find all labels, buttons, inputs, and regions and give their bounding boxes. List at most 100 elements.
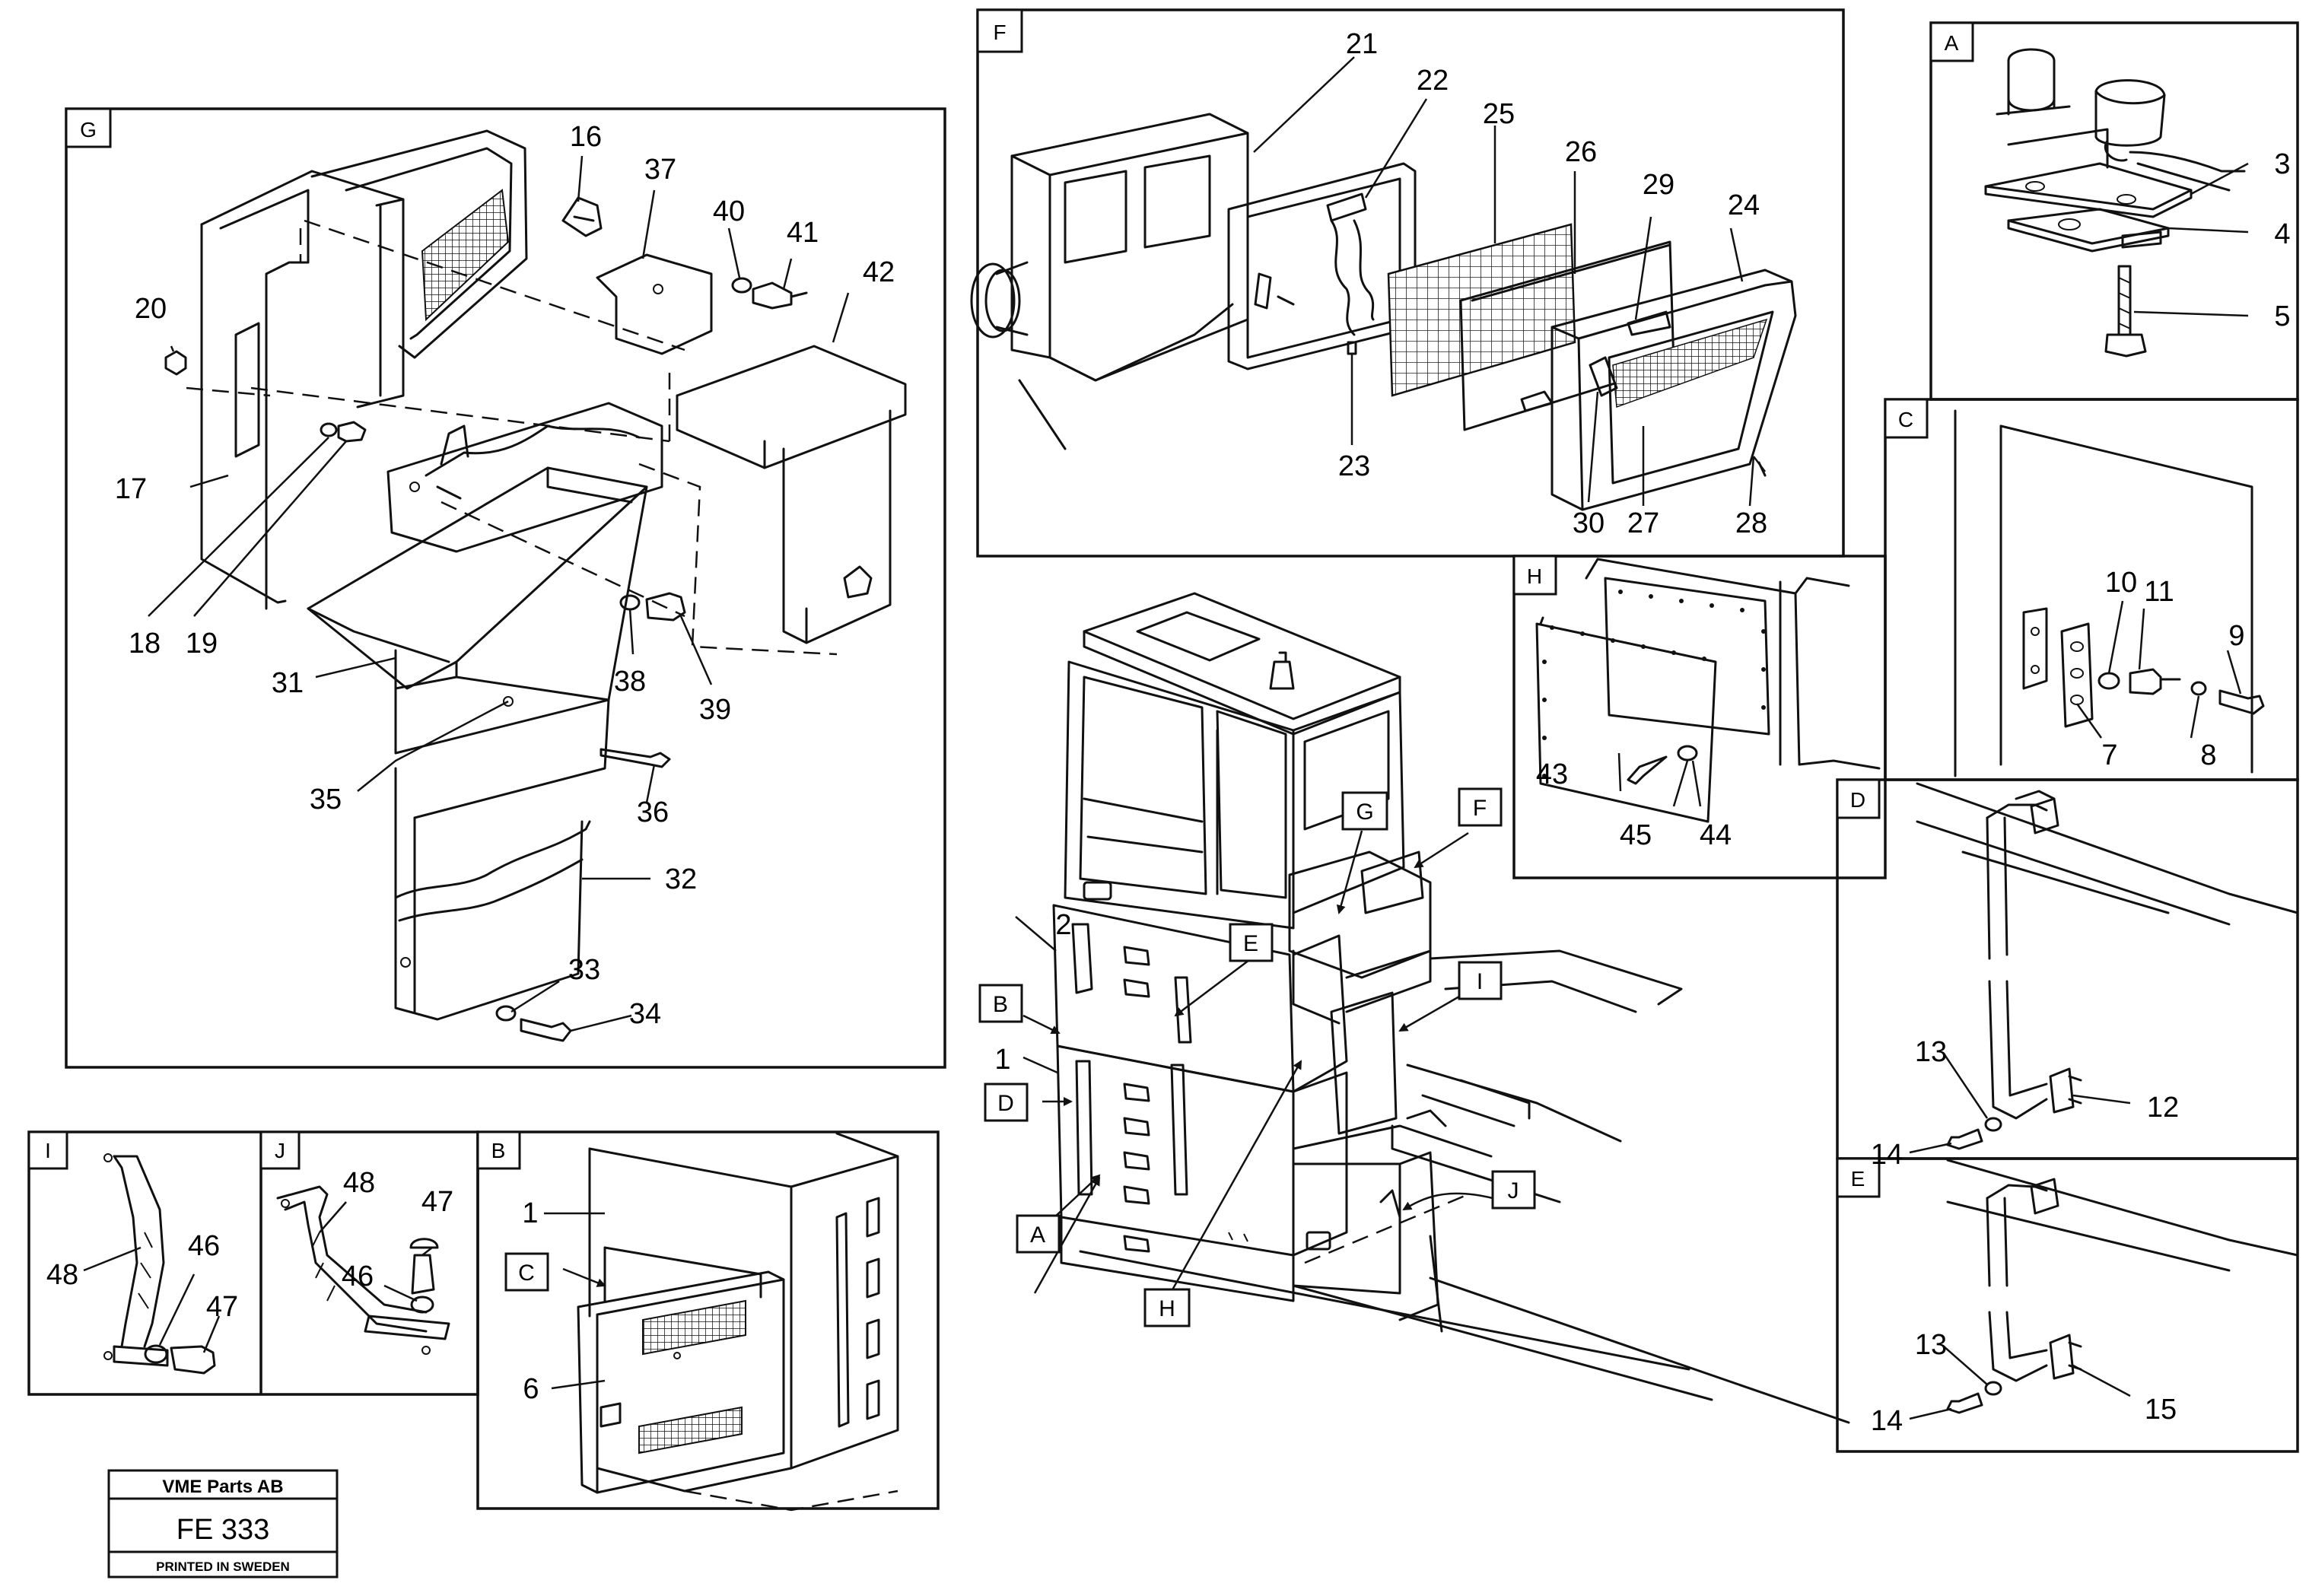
part-label-48: 48 bbox=[46, 1259, 78, 1291]
view-tag-i: I bbox=[45, 1139, 51, 1162]
part-label-15: 15 bbox=[2145, 1394, 2177, 1426]
title-code: FE 333 bbox=[177, 1514, 270, 1546]
part-label-36: 36 bbox=[637, 796, 669, 828]
letter-callouts: B D A E H G F I J C bbox=[504, 787, 1536, 1327]
part-label-34: 34 bbox=[629, 998, 661, 1030]
part-number-labels: 2 1 1 6 3 4 5 10 11 9 7 8 13 14 12 13 14… bbox=[46, 28, 2291, 1437]
part-label-6: 6 bbox=[523, 1373, 539, 1405]
part-label-2: 2 bbox=[1055, 909, 1071, 941]
view-c-drawing bbox=[1954, 409, 2265, 777]
part-label-7: 7 bbox=[2101, 739, 2117, 771]
part-label-4: 4 bbox=[2274, 218, 2290, 250]
leader-lines bbox=[83, 56, 2249, 1420]
part-label-32: 32 bbox=[665, 863, 697, 895]
panel-e-frame bbox=[1836, 1157, 2299, 1453]
view-tag-c: C bbox=[1898, 408, 1913, 431]
view-tag-f: F bbox=[993, 21, 1006, 44]
part-label-45: 45 bbox=[1620, 819, 1652, 851]
part-label-30: 30 bbox=[1573, 507, 1605, 539]
part-label-9: 9 bbox=[2228, 620, 2244, 652]
part-label-47: 47 bbox=[206, 1291, 238, 1323]
panel-f-frame bbox=[976, 8, 1845, 558]
part-label-1: 1 bbox=[994, 1044, 1010, 1076]
part-label-17: 17 bbox=[115, 473, 147, 505]
part-label-42: 42 bbox=[863, 256, 895, 288]
view-tag-e: E bbox=[1851, 1167, 1865, 1191]
view-f-drawing bbox=[970, 113, 1797, 511]
view-tag-g: G bbox=[80, 118, 97, 141]
part-label-22: 22 bbox=[1417, 65, 1449, 97]
panel-ij-frame bbox=[27, 1130, 479, 1396]
part-label-20: 20 bbox=[135, 293, 167, 325]
part-label-11: 11 bbox=[2144, 576, 2174, 608]
part-label-26: 26 bbox=[1565, 136, 1597, 168]
part-label-39: 39 bbox=[699, 694, 731, 726]
part-label-46b: 46 bbox=[342, 1261, 374, 1292]
part-label-48b: 48 bbox=[343, 1167, 375, 1199]
part-label-12: 12 bbox=[2147, 1092, 2179, 1124]
view-e-drawing bbox=[1946, 1159, 2299, 1414]
part-label-44: 44 bbox=[1700, 819, 1732, 851]
part-label-14b: 14 bbox=[1871, 1405, 1903, 1437]
view-i-drawing bbox=[103, 1153, 216, 1375]
callout-g: G bbox=[1356, 800, 1373, 825]
part-label-31: 31 bbox=[272, 667, 304, 699]
part-label-46: 46 bbox=[188, 1230, 220, 1262]
title-printed: PRINTED IN SWEDEN bbox=[156, 1559, 290, 1574]
callout-c: C bbox=[518, 1261, 535, 1286]
part-label-19: 19 bbox=[186, 628, 218, 660]
view-j-drawing bbox=[276, 1185, 450, 1355]
part-label-41: 41 bbox=[787, 217, 819, 249]
callout-d: D bbox=[997, 1091, 1014, 1116]
view-tag-h: H bbox=[1527, 564, 1542, 588]
view-tag-a: A bbox=[1945, 31, 1959, 55]
part-label-13: 13 bbox=[1915, 1036, 1947, 1068]
part-label-37: 37 bbox=[644, 154, 676, 186]
callout-a: A bbox=[1030, 1222, 1045, 1248]
panel-h-frame bbox=[1512, 555, 1887, 879]
view-b-drawing bbox=[577, 1132, 899, 1512]
part-label-24: 24 bbox=[1728, 189, 1760, 221]
part-label-28: 28 bbox=[1735, 507, 1767, 539]
panel-frames bbox=[27, 8, 2299, 1510]
part-label-10: 10 bbox=[2105, 567, 2137, 599]
view-tags: G F A C H D E I J B bbox=[27, 8, 1974, 1198]
title-company: VME Parts AB bbox=[162, 1477, 283, 1497]
view-h-drawing bbox=[1535, 558, 1881, 823]
view-a-drawing bbox=[1984, 48, 2246, 358]
part-label-14: 14 bbox=[1871, 1139, 1903, 1171]
view-tag-b: B bbox=[491, 1139, 506, 1162]
title-block: VME Parts AB FE 333 PRINTED IN SWEDEN bbox=[107, 1469, 339, 1579]
part-label-18: 18 bbox=[129, 628, 161, 660]
callout-i: I bbox=[1477, 969, 1483, 994]
view-tag-d: D bbox=[1850, 788, 1865, 812]
panel-g-frame bbox=[65, 107, 946, 1069]
callout-h: H bbox=[1159, 1296, 1175, 1321]
part-label-23: 23 bbox=[1338, 450, 1370, 482]
callout-e: E bbox=[1243, 931, 1258, 956]
callout-arrows bbox=[562, 830, 1493, 1305]
part-label-38: 38 bbox=[614, 666, 646, 698]
part-label-27: 27 bbox=[1627, 507, 1659, 539]
part-label-21: 21 bbox=[1346, 28, 1378, 60]
part-label-1b: 1 bbox=[522, 1197, 538, 1229]
part-label-29: 29 bbox=[1643, 169, 1675, 201]
part-label-40: 40 bbox=[713, 196, 745, 227]
callout-b: B bbox=[993, 992, 1008, 1017]
part-label-5: 5 bbox=[2274, 300, 2290, 332]
part-label-47b: 47 bbox=[421, 1186, 453, 1218]
part-label-33: 33 bbox=[568, 954, 600, 986]
part-label-25: 25 bbox=[1483, 98, 1515, 130]
view-d-drawing bbox=[1916, 782, 2299, 1150]
part-label-3: 3 bbox=[2274, 148, 2290, 180]
part-label-16: 16 bbox=[570, 121, 602, 153]
callout-f: F bbox=[1473, 796, 1487, 821]
part-label-8: 8 bbox=[2200, 739, 2216, 771]
view-tag-j: J bbox=[275, 1139, 285, 1162]
part-label-43: 43 bbox=[1536, 758, 1568, 790]
panel-b-frame bbox=[476, 1130, 940, 1510]
view-g-drawing bbox=[164, 129, 907, 1042]
part-label-13b: 13 bbox=[1915, 1329, 1947, 1361]
